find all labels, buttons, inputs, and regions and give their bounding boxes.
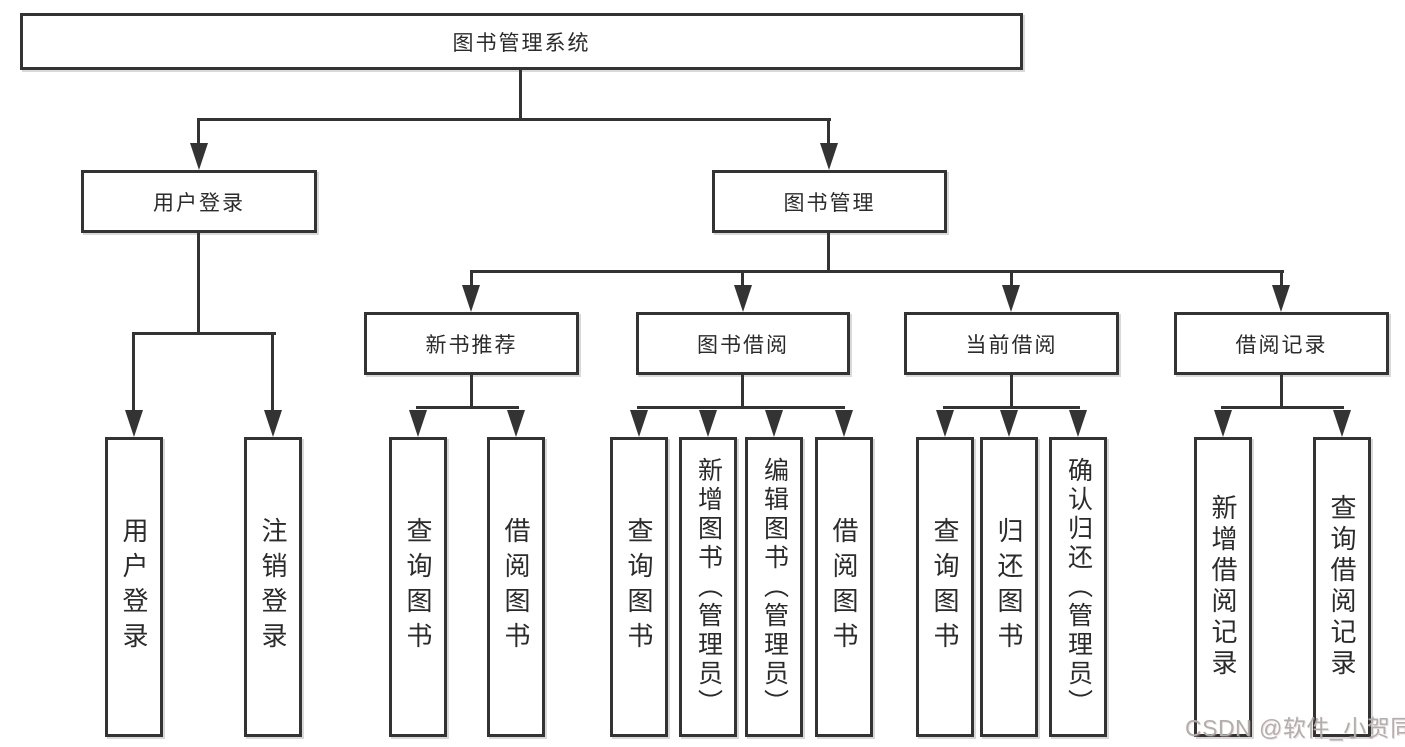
node-book-borrow-label: 图书借阅 <box>697 333 789 357</box>
arrowhead-to-leaf-query-books-current <box>936 410 954 437</box>
connector-root-to-book-line <box>827 118 830 146</box>
arrowhead-to-leaf-borrow-books <box>835 410 853 437</box>
node-book-borrow: 图书借阅 <box>636 312 850 375</box>
arrowhead-to-leaf-confirm-return-admin <box>1069 410 1087 437</box>
arrowhead-to-leaf-add-books-admin <box>699 410 717 437</box>
node-current-borrow: 当前借阅 <box>904 312 1119 375</box>
connector-recommend-stem <box>470 375 473 408</box>
leaf-return-books: 归还图书 <box>980 437 1038 737</box>
leaf-logout-label: 注销登录 <box>258 517 288 657</box>
connector-book-line-1 <box>470 270 473 287</box>
leaf-borrow-books-recommend-label: 借阅图书 <box>501 517 531 657</box>
node-borrow-records: 借阅记录 <box>1174 312 1389 375</box>
arrowhead-to-leaf-query-borrow-record <box>1333 410 1351 437</box>
leaf-query-books-recommend-label: 查询图书 <box>403 517 433 657</box>
arrowhead-to-borrow-records <box>1272 285 1290 312</box>
arrowhead-to-current-borrow <box>1002 285 1020 312</box>
connector-user-stem <box>197 233 200 335</box>
connector-root-stem <box>519 70 522 120</box>
leaf-query-books-current: 查询图书 <box>916 437 974 737</box>
leaf-confirm-return-admin-label: 确认归还（管理员） <box>1064 456 1093 718</box>
leaf-add-books-admin-label: 新增图书（管理员） <box>694 456 723 718</box>
leaf-add-borrow-record-label: 新增借阅记录 <box>1208 494 1238 680</box>
leaf-return-books-label: 归还图书 <box>994 517 1024 657</box>
arrowhead-to-user-login <box>190 143 208 170</box>
connector-borrow-bar <box>637 406 845 409</box>
leaf-query-books-borrow: 查询图书 <box>610 437 668 737</box>
leaf-borrow-books-recommend: 借阅图书 <box>487 437 545 737</box>
arrowhead-to-book-borrow <box>734 285 752 312</box>
connector-book-line-2 <box>741 270 744 287</box>
arrowhead-to-leaf-borrow-books-recommend <box>507 410 525 437</box>
node-book-management-label: 图书管理 <box>783 191 876 215</box>
leaf-query-borrow-record-label: 查询借阅记录 <box>1327 494 1357 680</box>
node-library-system-label: 图书管理系统 <box>452 31 591 55</box>
connector-book-line-4 <box>1280 270 1283 287</box>
leaf-confirm-return-admin: 确认归还（管理员） <box>1049 437 1107 737</box>
node-current-borrow-label: 当前借阅 <box>965 333 1058 357</box>
node-borrow-records-label: 借阅记录 <box>1235 333 1328 357</box>
connector-user-left-line <box>132 332 135 412</box>
leaf-query-books-current-label: 查询图书 <box>930 517 960 657</box>
arrowhead-to-leaf-user-login <box>125 410 143 437</box>
leaf-query-borrow-record: 查询借阅记录 <box>1313 437 1371 737</box>
connector-current-bar <box>943 406 1080 409</box>
leaf-borrow-books-label: 借阅图书 <box>829 517 859 657</box>
node-book-management: 图书管理 <box>712 170 947 233</box>
leaf-add-borrow-record: 新增借阅记录 <box>1194 437 1252 737</box>
leaf-edit-books-admin: 编辑图书（管理员） <box>745 437 803 737</box>
connector-borrow-stem <box>741 375 744 408</box>
node-user-login-label: 用户登录 <box>153 191 245 215</box>
watermark: CSDN @软件_小贺同学 <box>1185 715 1405 741</box>
leaf-query-books-recommend: 查询图书 <box>389 437 447 737</box>
connector-record-bar <box>1221 406 1344 409</box>
connector-record-stem <box>1280 375 1283 408</box>
node-new-book-recommend: 新书推荐 <box>364 312 579 375</box>
leaf-user-login-label: 用户登录 <box>119 517 149 657</box>
node-library-system: 图书管理系统 <box>20 13 1023 70</box>
leaf-borrow-books: 借阅图书 <box>815 437 873 737</box>
arrowhead-to-leaf-edit-books-admin <box>765 410 783 437</box>
arrowhead-to-leaf-add-borrow-record <box>1214 410 1232 437</box>
connector-current-stem <box>1010 375 1013 408</box>
connector-root-to-user-line <box>197 118 200 146</box>
leaf-edit-books-admin-label: 编辑图书（管理员） <box>760 456 789 718</box>
connector-user-bar <box>132 332 276 335</box>
connector-book-bar <box>470 270 1284 273</box>
connector-user-right-line <box>271 332 274 412</box>
arrowhead-to-leaf-return-books <box>1000 410 1018 437</box>
arrowhead-to-new-book-recommend <box>462 285 480 312</box>
arrowhead-to-book-management <box>820 143 838 170</box>
arrowhead-to-leaf-logout <box>264 410 282 437</box>
connector-book-stem <box>827 233 830 273</box>
connector-book-line-3 <box>1010 270 1013 287</box>
node-user-login: 用户登录 <box>81 170 317 233</box>
arrowhead-to-leaf-query-books-borrow <box>630 410 648 437</box>
leaf-user-login: 用户登录 <box>105 437 163 737</box>
leaf-query-books-borrow-label: 查询图书 <box>624 517 654 657</box>
leaf-add-books-admin: 新增图书（管理员） <box>679 437 737 737</box>
node-new-book-recommend-label: 新书推荐 <box>425 333 518 357</box>
connector-recommend-bar <box>416 406 519 409</box>
arrowhead-to-leaf-query-books-recommend <box>409 410 427 437</box>
leaf-logout: 注销登录 <box>244 437 302 737</box>
connector-root-bar <box>197 118 831 121</box>
